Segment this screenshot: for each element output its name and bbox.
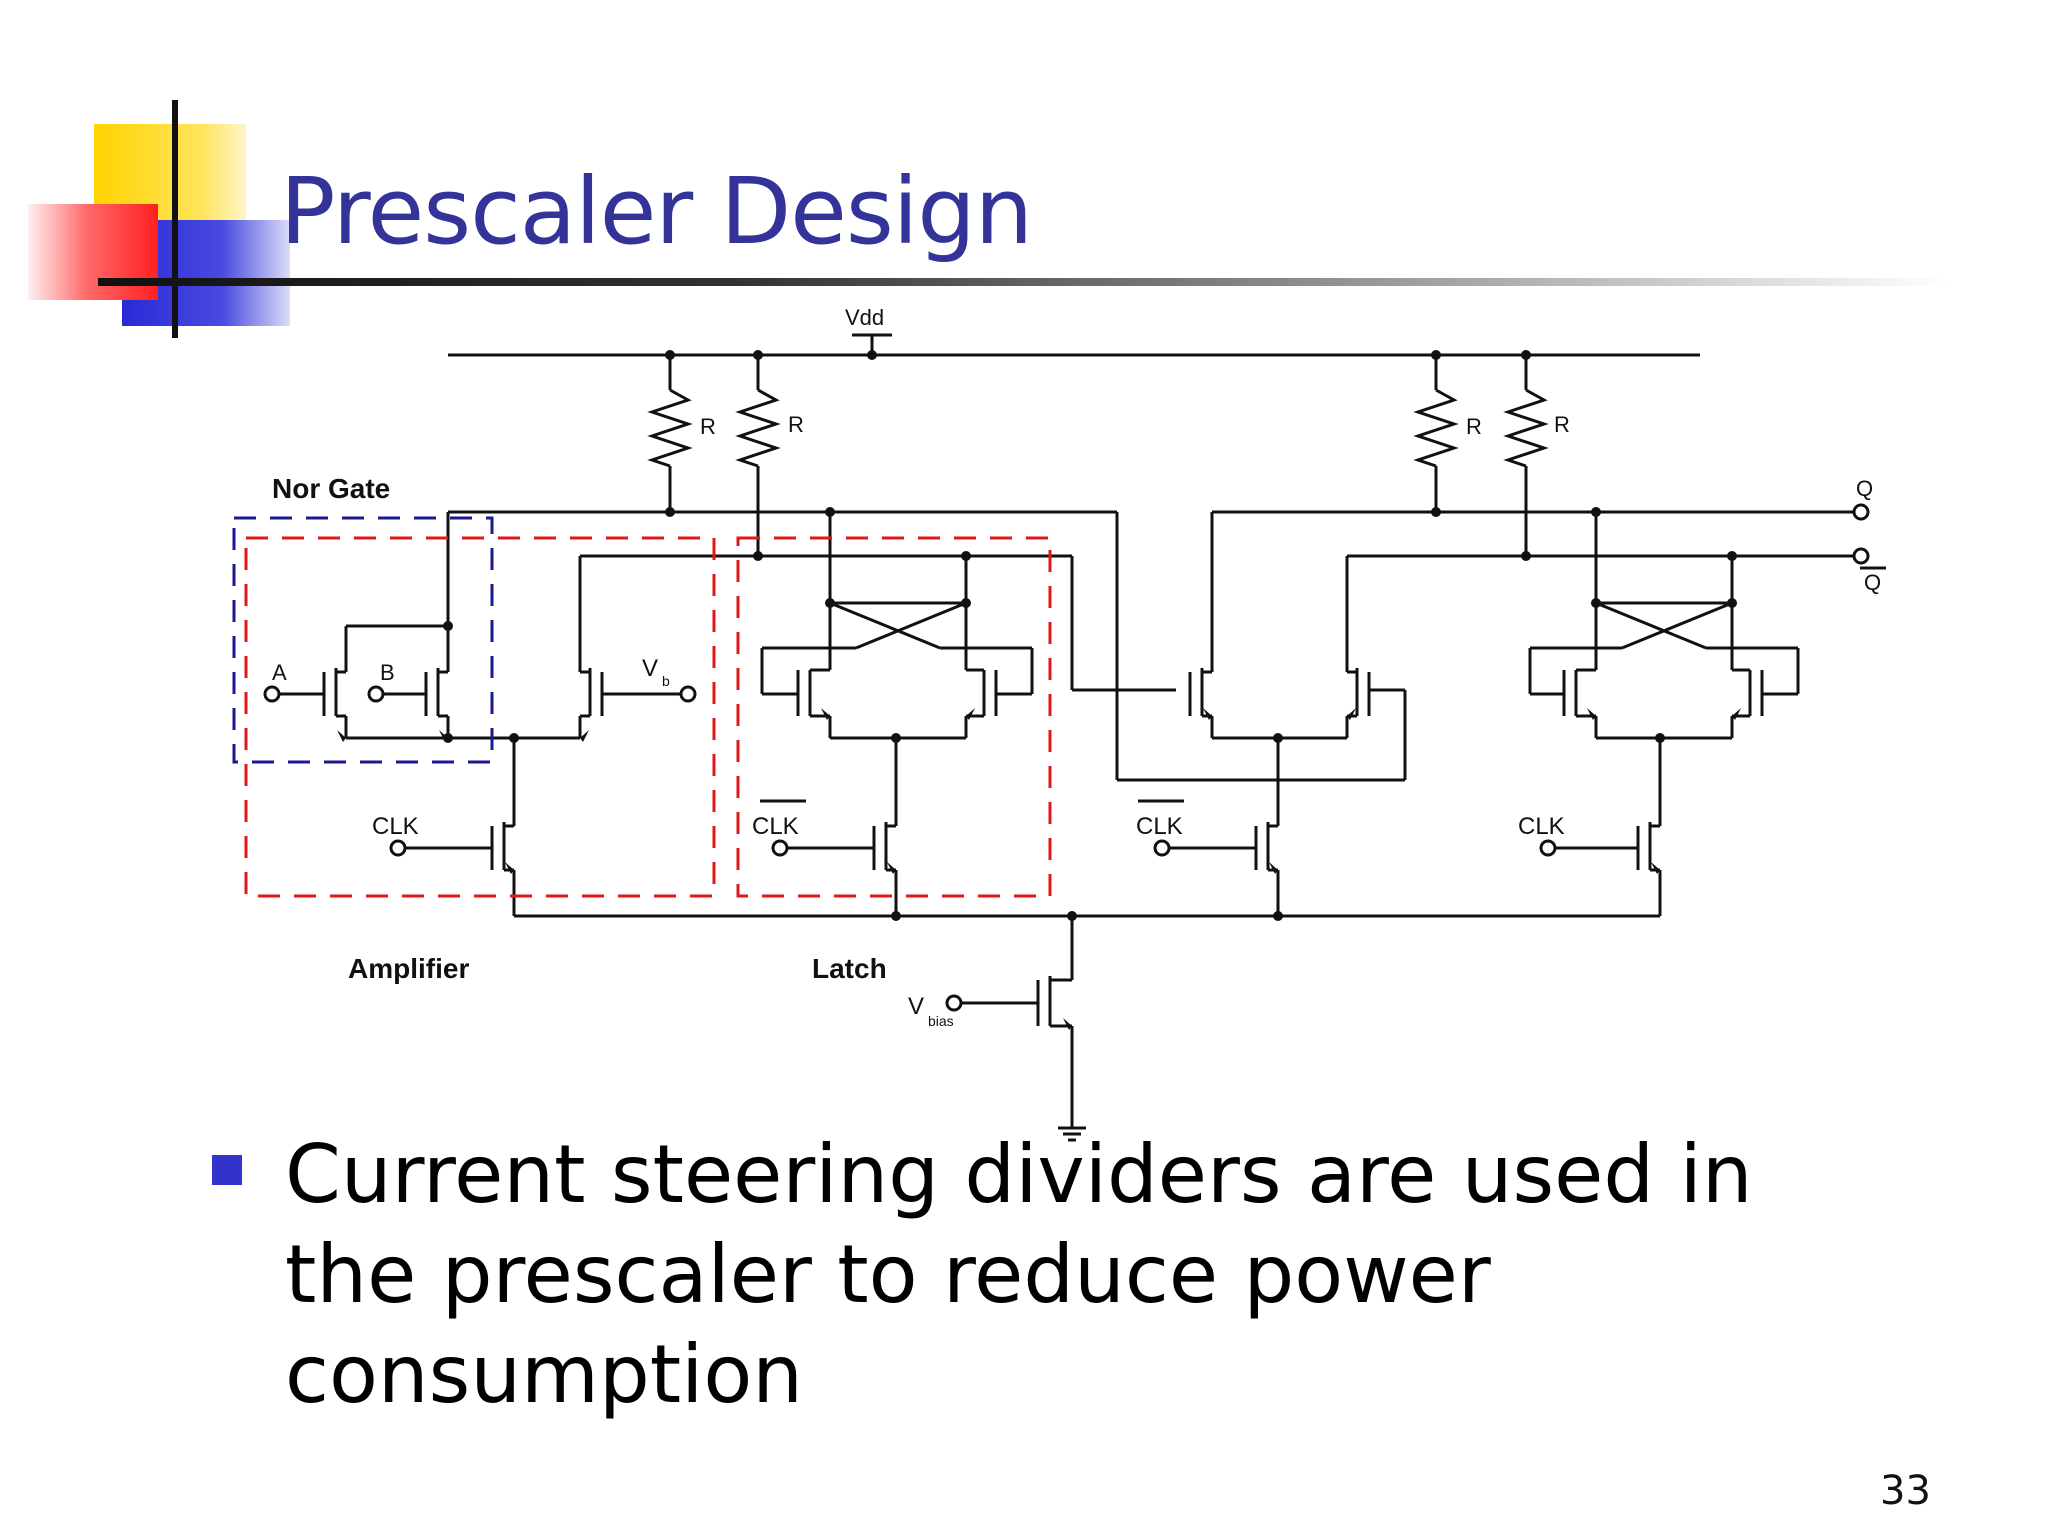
qbar-output-label: Q: [1864, 570, 1881, 595]
input-b-terminal: [367, 685, 385, 703]
input-b-label: B: [380, 660, 395, 685]
amplifier-box: [244, 536, 716, 898]
bullet-marker: [212, 1155, 242, 1185]
bullet-text: Current steering dividers are used in th…: [285, 1128, 1753, 1421]
vbias-terminal: [945, 994, 963, 1012]
resistor-label-2: R: [788, 412, 804, 437]
resistor-label-3: R: [1466, 414, 1482, 439]
amplifier-label: Amplifier: [348, 953, 469, 984]
clk1-terminal: [389, 839, 407, 857]
clk2-terminal: [771, 839, 789, 857]
input-a-terminal: [263, 685, 281, 703]
terminals: [263, 503, 1870, 1012]
q-output-label: Q: [1856, 476, 1873, 501]
title-underline: [98, 278, 1948, 286]
page-number: 33: [1880, 1468, 1931, 1514]
slide-logo: [28, 100, 290, 338]
vb-terminal: [679, 685, 697, 703]
vdd-label: Vdd: [845, 305, 884, 330]
nor-gate-label: Nor Gate: [272, 473, 390, 504]
circuit-wires: [272, 333, 1886, 1142]
vb-subscript: b: [662, 673, 670, 689]
resistor-label-1: R: [700, 414, 716, 439]
transistor-arrows: [337, 708, 1741, 1030]
clk4-terminal: [1539, 839, 1557, 857]
vbias-label: V: [908, 993, 924, 1020]
junction-dots: [443, 350, 1737, 921]
latch-label: Latch: [812, 953, 887, 984]
slide-title: Prescaler Design: [280, 158, 1033, 265]
clk3-terminal: [1153, 839, 1171, 857]
qbar-terminal: [1852, 547, 1870, 565]
clk-label-4: CLK: [1518, 813, 1565, 840]
q-terminal: [1852, 503, 1870, 521]
clk-label-3: CLK: [1136, 813, 1183, 840]
circuit-labels: Vdd R R R R Nor Gate A B V b CLK CLK CLK…: [272, 305, 1881, 1029]
clk-label-2: CLK: [752, 813, 799, 840]
resistor-label-4: R: [1554, 412, 1570, 437]
latch-box: [736, 536, 1052, 898]
input-a-label: A: [272, 660, 287, 685]
vbias-subscript: bias: [928, 1013, 954, 1029]
clk-label-1: CLK: [372, 813, 419, 840]
nor-gate-box: [232, 516, 494, 764]
vb-label: V: [642, 655, 658, 682]
logo-vertical-line: [172, 100, 178, 338]
